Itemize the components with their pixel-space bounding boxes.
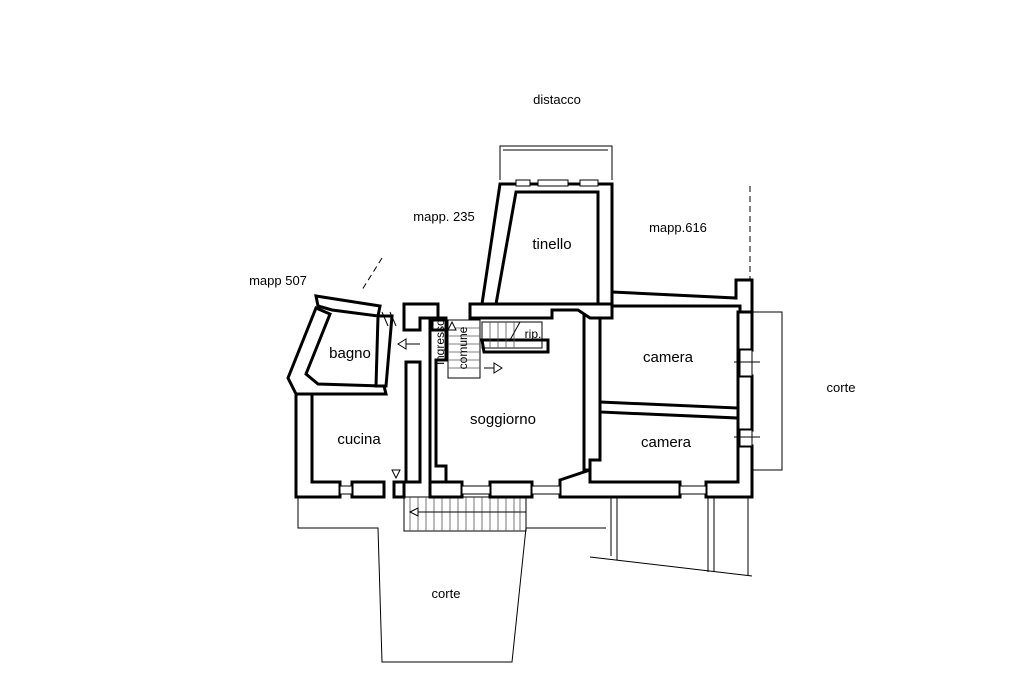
label-corte-bottom: corte xyxy=(432,586,461,601)
label-corte-right: corte xyxy=(827,380,856,395)
room-label-rip: rip. xyxy=(525,327,542,341)
room-label-tinello: tinello xyxy=(532,236,571,253)
site-boundaries xyxy=(297,145,783,663)
interior-stair xyxy=(391,319,543,480)
labels: distacco mapp. 235 mapp.616 mapp 507 tin… xyxy=(249,92,855,601)
walls xyxy=(286,182,754,499)
room-label-camera-bottom: camera xyxy=(641,434,692,451)
room-label-comune: comune xyxy=(456,326,470,369)
room-label-cucina: cucina xyxy=(337,431,381,448)
room-label-bagno: bagno xyxy=(329,345,371,362)
label-mapp-507: mapp 507 xyxy=(249,273,307,288)
exterior-stair xyxy=(403,496,527,532)
room-label-soggiorno: soggiorno xyxy=(470,411,536,428)
windows xyxy=(339,179,760,495)
label-distacco: distacco xyxy=(533,92,581,107)
label-mapp-616: mapp.616 xyxy=(649,220,707,235)
room-label-ingresso: ingresso xyxy=(433,319,447,365)
label-mapp-235: mapp. 235 xyxy=(413,209,474,224)
room-label-camera-top: camera xyxy=(643,349,694,366)
